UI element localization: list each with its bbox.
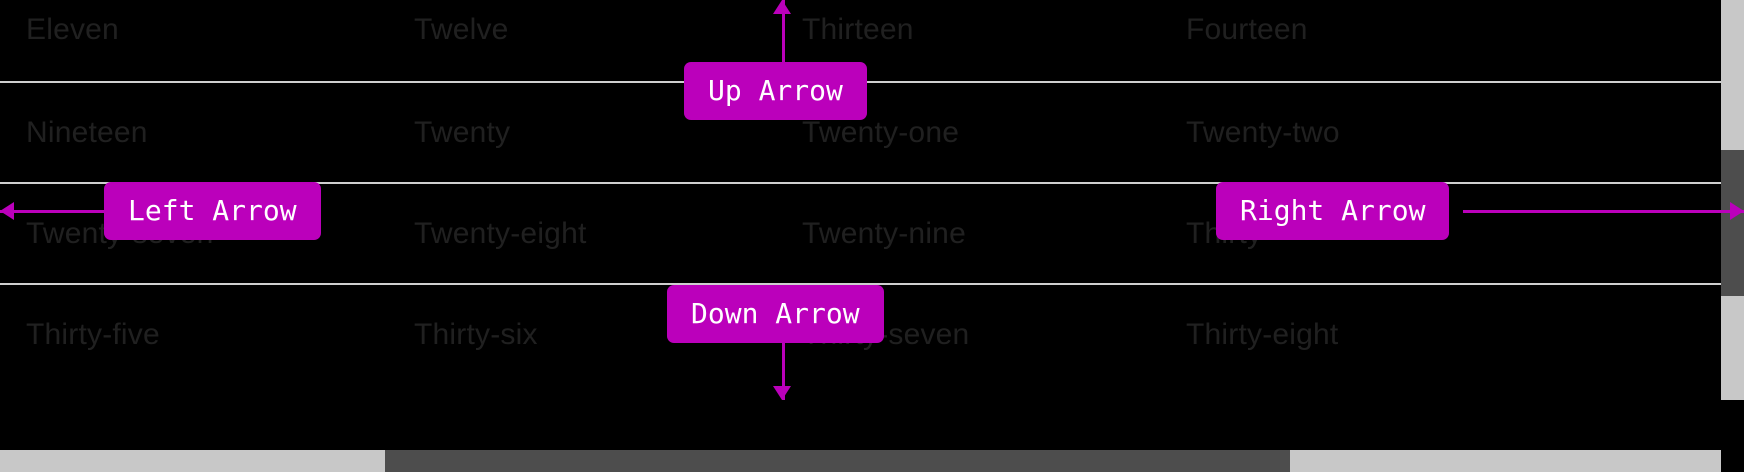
horizontal-scrollbar[interactable] xyxy=(0,450,1721,472)
table-cell[interactable]: Thirty-six xyxy=(414,318,538,351)
vertical-scrollbar[interactable] xyxy=(1721,0,1744,400)
horizontal-scrollbar-thumb[interactable] xyxy=(385,450,1290,472)
table-bottom-filler xyxy=(0,400,1721,450)
table-cell[interactable]: Twenty-one xyxy=(802,116,960,149)
table-cell[interactable]: Twenty-nine xyxy=(802,217,966,250)
table-cell[interactable]: Thirty-eight xyxy=(1186,318,1339,351)
arrow-label-up[interactable]: Up Arrow xyxy=(684,62,867,120)
table-cell[interactable]: Fourteen xyxy=(1186,13,1308,46)
scrollbar-corner xyxy=(1721,450,1744,472)
arrow-label-right[interactable]: Right Arrow xyxy=(1216,182,1450,240)
table-cell[interactable]: Twenty-two xyxy=(1186,116,1340,149)
arrow-label-left[interactable]: Left Arrow xyxy=(104,182,321,240)
table-row[interactable]: Eleven Twelve Thirteen Fourteen xyxy=(0,0,1721,80)
arrow-label-down[interactable]: Down Arrow xyxy=(667,285,884,343)
table-cell[interactable]: Twenty-eight xyxy=(414,217,587,250)
table-cell[interactable]: Twenty xyxy=(414,116,511,149)
table-cell[interactable]: Eleven xyxy=(26,13,119,46)
table-cell[interactable]: Thirteen xyxy=(802,13,914,46)
table-cell[interactable]: Thirty-five xyxy=(26,318,160,351)
table-cell[interactable]: Nineteen xyxy=(26,116,148,149)
vertical-scrollbar-thumb[interactable] xyxy=(1721,150,1744,296)
table-cell[interactable]: Twelve xyxy=(414,13,509,46)
table-row[interactable]: Nineteen Twenty Twenty-one Twenty-two xyxy=(0,81,1721,181)
